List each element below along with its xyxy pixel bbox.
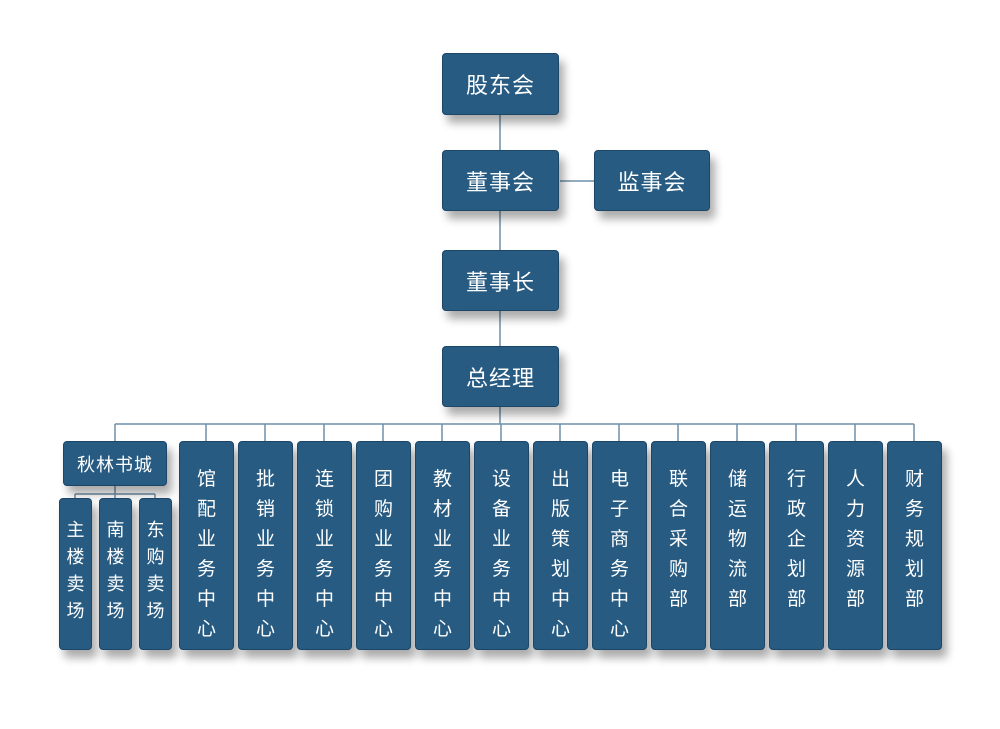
node-board-label: 董事会: [465, 170, 535, 196]
node-department-label: 电子商务中心: [609, 468, 629, 640]
node-department-label: 出版策划中心: [550, 468, 570, 640]
node-department: 人力资源部: [828, 441, 883, 650]
node-department: 教材业务中心: [415, 441, 470, 650]
node-shareholders-label: 股东会: [465, 74, 535, 99]
node-department: 出版策划中心: [533, 441, 588, 650]
node-department-label: 行政企划部: [786, 468, 806, 610]
node-department-label: 团购业务中心: [373, 468, 393, 640]
node-bookstore-unit: 南楼卖场: [99, 498, 132, 650]
node-department: 连锁业务中心: [297, 441, 352, 650]
node-department-label: 连锁业务中心: [314, 468, 334, 640]
node-general-manager-label: 总经理: [465, 366, 535, 392]
node-bookstore: 秋林书城: [63, 441, 167, 486]
node-supervisory: 监事会: [594, 150, 710, 211]
node-department-label: 批销业务中心: [255, 468, 275, 640]
node-bookstore-unit-label: 东购卖场: [146, 520, 165, 622]
node-department-label: 联合采购部: [668, 468, 688, 610]
node-department: 财务规划部: [887, 441, 942, 650]
node-shareholders: 股东会: [442, 53, 559, 115]
node-department-label: 馆配业务中心: [196, 468, 216, 640]
node-department: 馆配业务中心: [179, 441, 234, 650]
node-department-label: 人力资源部: [845, 468, 865, 610]
node-bookstore-unit-label: 南楼卖场: [106, 520, 125, 622]
node-department: 行政企划部: [769, 441, 824, 650]
node-bookstore-unit: 主楼卖场: [59, 498, 92, 650]
node-bookstore-unit: 东购卖场: [139, 498, 172, 650]
node-department: 批销业务中心: [238, 441, 293, 650]
node-chairman: 董事长: [442, 250, 559, 311]
node-bookstore-unit-label: 主楼卖场: [66, 520, 85, 622]
node-board: 董事会: [442, 150, 559, 211]
node-general-manager: 总经理: [442, 346, 559, 407]
node-supervisory-label: 监事会: [617, 170, 687, 196]
node-chairman-label: 董事长: [465, 270, 535, 296]
node-department: 团购业务中心: [356, 441, 411, 650]
node-department: 电子商务中心: [592, 441, 647, 650]
node-department-label: 设备业务中心: [491, 468, 511, 640]
node-department-label: 教材业务中心: [432, 468, 452, 640]
node-department: 储运物流部: [710, 441, 765, 650]
node-department-label: 财务规划部: [904, 468, 924, 610]
node-department: 设备业务中心: [474, 441, 529, 650]
node-department: 联合采购部: [651, 441, 706, 650]
node-department-label: 储运物流部: [727, 468, 747, 610]
node-bookstore-label: 秋林书城: [77, 454, 153, 476]
